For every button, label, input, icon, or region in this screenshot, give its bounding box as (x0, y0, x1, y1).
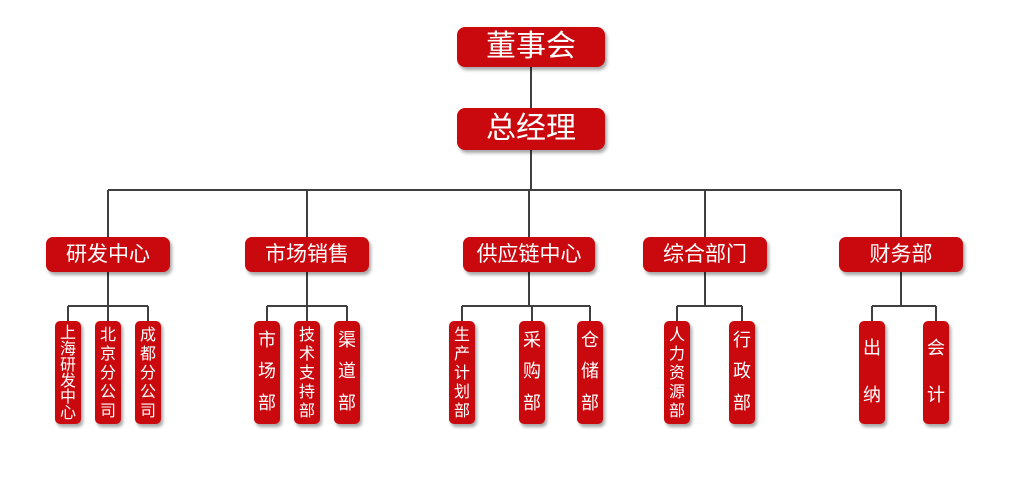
node-supply-chain-center: 供应链中心 (463, 237, 595, 272)
node-board-of-directors: 董事会 (457, 27, 605, 67)
node-warehouse-dept: 仓储部 (577, 321, 603, 424)
node-marketing-dept: 市场部 (254, 321, 280, 424)
node-chengdu-branch: 成都分公司 (135, 321, 161, 424)
node-cashier: 出纳 (859, 321, 885, 424)
node-hr-dept: 人力资源部 (664, 321, 690, 424)
node-general-affairs: 综合部门 (643, 237, 767, 272)
node-admin-dept: 行政部 (729, 321, 755, 424)
node-beijing-branch: 北京分公司 (95, 321, 121, 424)
node-production-planning-dept: 生产计划部 (449, 321, 475, 424)
node-tech-support-dept: 技术支持部 (294, 321, 320, 424)
node-finance-dept: 财务部 (839, 237, 963, 272)
node-shanghai-rd-center: 上海研发中心 (55, 321, 81, 424)
connector-path (67, 67, 937, 321)
node-marketing-sales: 市场销售 (245, 237, 369, 272)
node-channel-dept: 渠道部 (334, 321, 360, 424)
node-rd-center: 研发中心 (46, 237, 170, 272)
node-procurement-dept: 采购部 (519, 321, 545, 424)
node-general-manager: 总经理 (457, 108, 605, 150)
node-accountant: 会计 (923, 321, 949, 424)
